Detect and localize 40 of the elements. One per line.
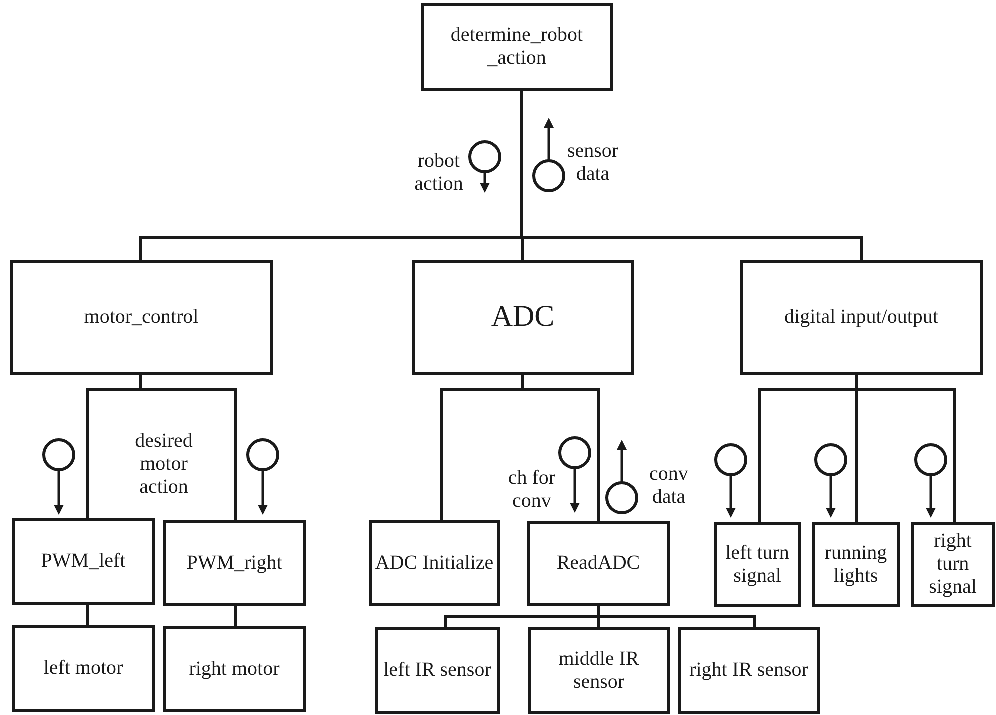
module-name: ADC [491, 300, 555, 335]
data-couple-label: ch for conv [507, 467, 557, 513]
module-box [369, 520, 500, 606]
data-couple-label: robot action [414, 150, 464, 196]
module-name: middle IR sensor [558, 648, 640, 694]
module-name: ADC Initialize [375, 552, 494, 574]
module-name: PWM_left [41, 550, 126, 573]
connector-line [140, 375, 238, 520]
module-name: left motor [44, 657, 124, 680]
module-name: determine_robot _action [450, 24, 584, 70]
module-name: right turn signal [928, 530, 978, 599]
module-name: PWM_right [186, 552, 282, 574]
module-box [528, 627, 670, 714]
module-name: running lights [824, 542, 888, 588]
module-box [163, 626, 306, 712]
module-box [911, 522, 995, 607]
module-box [812, 522, 900, 607]
module-box [421, 3, 613, 91]
module-name: digital input/output [784, 306, 938, 329]
module-name: right IR sensor [690, 659, 808, 682]
connector-line [234, 606, 238, 626]
module-box [740, 260, 983, 375]
module-name: ReadADC [556, 552, 640, 575]
module-box [163, 520, 306, 606]
module-box [12, 625, 155, 712]
data-couple-label: desired motor action [134, 430, 194, 499]
data-couple-label: sensor data [566, 140, 620, 186]
module-name: right motor [189, 658, 280, 680]
module-name: left IR sensor [384, 659, 492, 682]
module-box [412, 260, 634, 375]
module-name: motor_control [84, 306, 199, 329]
module-box [10, 260, 273, 375]
module-box [375, 627, 500, 714]
module-box [12, 518, 155, 605]
module-box [527, 521, 670, 606]
module-box [678, 627, 820, 714]
data-couple-label: conv data [648, 463, 690, 509]
module-box [714, 522, 801, 607]
connector-line [86, 605, 90, 625]
module-name: left turn signal [724, 542, 790, 588]
